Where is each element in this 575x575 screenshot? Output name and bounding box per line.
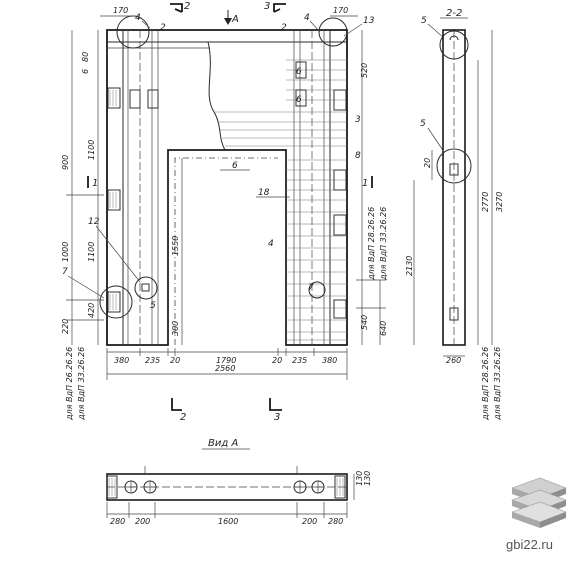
svg-text:3: 3 xyxy=(264,1,270,12)
svg-text:220: 220 xyxy=(61,319,70,334)
callout: 7 xyxy=(62,267,68,277)
svg-text:20: 20 xyxy=(423,158,432,168)
vertical-notes: для ВдП 26.26.26 для ВдП 33.26.26 для Вд… xyxy=(65,207,502,421)
section-marker-2-bottom: 2 xyxy=(171,398,186,423)
svg-text:1550: 1550 xyxy=(171,236,180,256)
svg-text:200: 200 xyxy=(302,517,317,526)
insert-plates-right xyxy=(295,61,347,319)
svg-text:для ВдП 26.26.26: для ВдП 26.26.26 xyxy=(65,347,74,421)
svg-text:540: 540 xyxy=(360,315,369,330)
svg-text:6: 6 xyxy=(81,69,90,74)
svg-text:80: 80 xyxy=(81,52,90,62)
svg-text:1100: 1100 xyxy=(87,140,96,160)
svg-text:280: 280 xyxy=(328,517,343,526)
svg-text:420: 420 xyxy=(87,303,96,318)
website-label[interactable]: gbi22.ru xyxy=(506,537,553,552)
callout: 4 xyxy=(268,239,274,249)
svg-text:5: 5 xyxy=(420,119,426,129)
view-title: Вид А xyxy=(208,438,238,449)
view-arrow-a: A xyxy=(224,10,239,25)
top-dimensions: 170 170 xyxy=(100,6,358,17)
svg-text:1: 1 xyxy=(92,178,98,189)
svg-text:380: 380 xyxy=(114,356,129,365)
callout: 4 xyxy=(304,13,310,23)
svg-text:380: 380 xyxy=(322,356,337,365)
svg-text:A: A xyxy=(231,14,239,25)
callout: 4 xyxy=(135,13,141,23)
section-marker-2-top: 2 xyxy=(170,1,190,13)
svg-text:170: 170 xyxy=(113,6,128,15)
callout: 5 xyxy=(150,301,156,311)
hatched-region-right xyxy=(214,59,347,341)
svg-text:2560: 2560 xyxy=(215,364,235,373)
svg-text:300: 300 xyxy=(171,321,180,336)
callout: 6 xyxy=(296,67,302,77)
svg-text:3270: 3270 xyxy=(495,192,504,212)
section-title: 2-2 xyxy=(446,8,462,19)
svg-text:260: 260 xyxy=(446,356,461,365)
svg-text:20: 20 xyxy=(170,356,180,365)
svg-text:1100: 1100 xyxy=(87,242,96,262)
svg-text:для ВдП 33.26.26: для ВдП 33.26.26 xyxy=(493,347,502,421)
svg-text:900: 900 xyxy=(61,155,70,170)
svg-text:2: 2 xyxy=(180,412,186,423)
stacked-slabs-icon xyxy=(511,477,567,528)
svg-text:для ВдП 28.26.26: для ВдП 28.26.26 xyxy=(481,347,490,421)
callout: 8 xyxy=(355,151,361,161)
svg-text:280: 280 xyxy=(110,517,125,526)
svg-text:1790: 1790 xyxy=(216,356,236,365)
callout: 18 xyxy=(258,188,270,198)
callout: 13 xyxy=(363,16,375,26)
svg-text:200: 200 xyxy=(135,517,150,526)
svg-text:130: 130 xyxy=(355,471,364,486)
svg-text:для ВдП 33.26.26: для ВдП 33.26.26 xyxy=(379,207,388,281)
callout: 2 xyxy=(281,23,287,33)
svg-text:520: 520 xyxy=(360,63,369,78)
insert-plates-left xyxy=(107,87,159,313)
svg-text:170: 170 xyxy=(333,6,348,15)
view-a: Вид А 280 200 1600 200 280 130 130 xyxy=(106,438,372,526)
svg-text:235: 235 xyxy=(292,356,307,365)
svg-text:2: 2 xyxy=(184,1,190,12)
svg-text:1600: 1600 xyxy=(218,517,238,526)
svg-text:для ВдП 33.26.26: для ВдП 33.26.26 xyxy=(77,347,86,421)
svg-text:235: 235 xyxy=(145,356,160,365)
section-marker-3-top: 3 xyxy=(264,1,286,13)
bottom-dimensions: 380 235 20 1790 20 235 380 2560 xyxy=(106,348,348,380)
callout: 7 xyxy=(308,283,314,293)
mid-dimensions: 1550 300 xyxy=(171,158,183,345)
callout: 6 xyxy=(232,161,238,171)
section-marker-1-right: 1 xyxy=(362,176,373,189)
svg-text:5: 5 xyxy=(421,16,427,26)
callout: 2 xyxy=(160,23,166,33)
svg-text:1: 1 xyxy=(362,178,368,189)
section-marker-1-left: 1 xyxy=(87,176,98,189)
callout: 12 xyxy=(88,217,100,227)
section-2-2: 2-2 5 5 20 2130 2770 3270 260 xyxy=(405,8,504,365)
svg-text:130: 130 xyxy=(363,471,372,486)
left-dimensions: 80 6 900 1100 1000 1100 420 220 xyxy=(61,30,104,345)
callouts: 4 2 2 4 13 6 6 3 8 6 18 4 12 7 5 7 xyxy=(62,13,375,311)
callout: 3 xyxy=(355,115,361,125)
svg-text:3: 3 xyxy=(274,412,280,423)
svg-text:20: 20 xyxy=(272,356,282,365)
svg-text:2770: 2770 xyxy=(481,192,490,212)
right-dimensions: 520 540 640 xyxy=(356,30,388,345)
callout: 6 xyxy=(296,95,302,105)
front-elevation xyxy=(99,15,348,346)
svg-text:2130: 2130 xyxy=(405,256,414,276)
svg-text:640: 640 xyxy=(379,321,388,336)
svg-text:1000: 1000 xyxy=(61,242,70,262)
section-marker-3-bottom: 3 xyxy=(269,398,282,423)
svg-text:для ВдП 28.26.26: для ВдП 28.26.26 xyxy=(367,207,376,281)
